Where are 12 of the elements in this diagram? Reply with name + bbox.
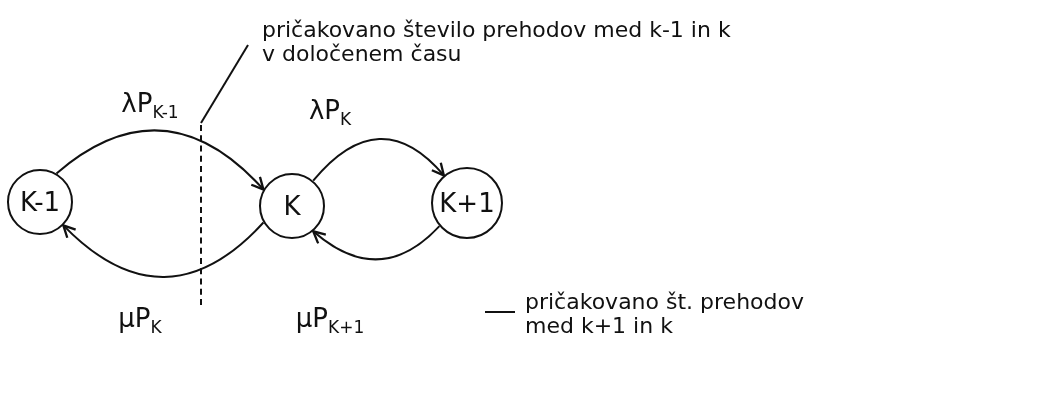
state-circle: K — [259, 173, 325, 239]
dashed-cut-line — [200, 125, 202, 305]
state-circle: K-1 — [7, 169, 73, 235]
leader-line — [200, 44, 249, 124]
state-circle: K+1 — [431, 167, 503, 239]
leader-line — [484, 311, 516, 313]
annotation-text: pričakovano število prehodov med k-1 in k v določenem času — [262, 18, 732, 67]
transition-arrow — [55, 129, 265, 191]
transition-arrow — [312, 138, 446, 182]
transition-arrow — [62, 221, 265, 278]
transition-arrow — [312, 225, 441, 261]
annotation-text: pričakovano št. prehodov med k+1 in k — [525, 290, 855, 339]
